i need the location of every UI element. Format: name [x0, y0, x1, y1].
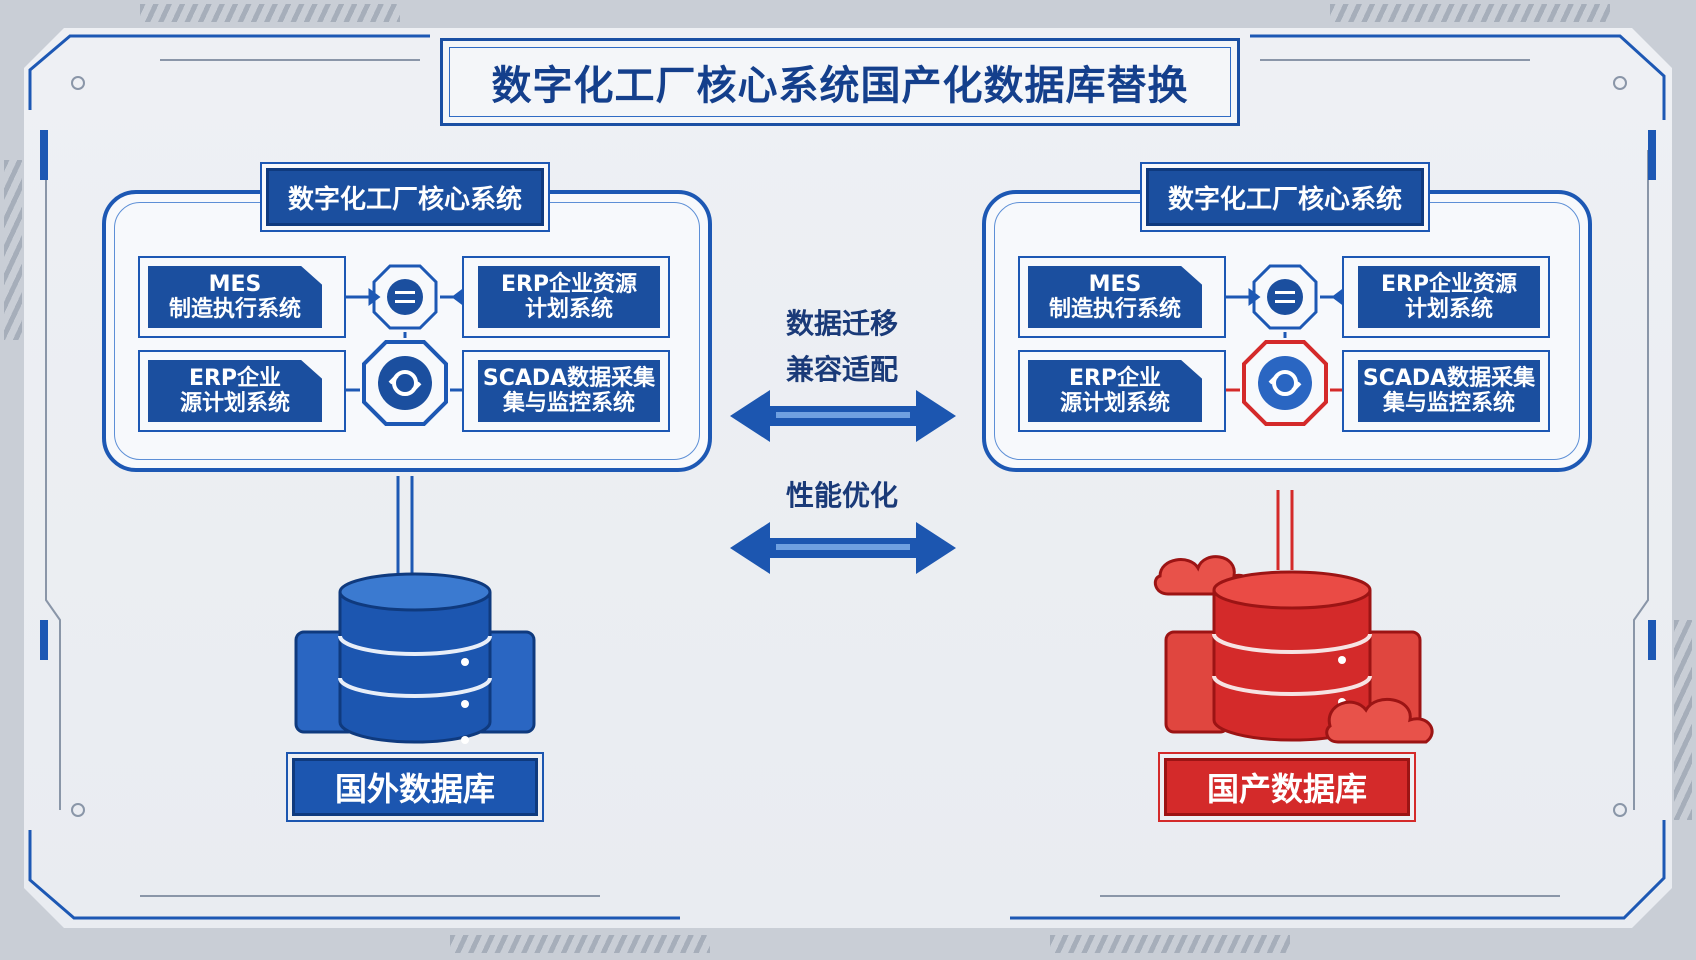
left-module-scada: SCADA数据采集集与监控系统 — [462, 350, 670, 432]
left-module-erp: ERP企业资源计划系统 — [462, 256, 670, 338]
left-module-erp-2: ERP企业源计划系统 — [138, 350, 346, 432]
right-module-erp-2: ERP企业源计划系统 — [1018, 350, 1226, 432]
performance-label: 性能优化 — [785, 479, 898, 512]
deco-stripe — [1330, 4, 1610, 22]
right-panel-title: 数字化工厂核心系统 — [1146, 168, 1424, 226]
right-module-erp: ERP企业资源计划系统 — [1342, 256, 1550, 338]
right-gear-icon — [1242, 340, 1328, 426]
deco-stripe — [140, 4, 400, 22]
right-module-scada: SCADA数据采集集与监控系统 — [1342, 350, 1550, 432]
deco-stripe — [1674, 620, 1692, 820]
foreign-database-label: 国外数据库 — [292, 758, 538, 816]
left-hub-icon — [372, 264, 438, 330]
deco-stripe — [1050, 935, 1290, 953]
deco-stripe — [450, 935, 710, 953]
title-box: 数字化工厂核心系统国产化数据库替换 — [440, 38, 1240, 126]
migration-label-2: 兼容适配 — [785, 353, 898, 386]
page-title: 数字化工厂核心系统国产化数据库替换 — [491, 63, 1189, 109]
performance-double-arrow — [730, 522, 956, 574]
migration-double-arrow — [730, 390, 956, 442]
left-gear-icon — [362, 340, 448, 426]
domestic-database-label: 国产数据库 — [1164, 758, 1410, 816]
foreign-database-icon — [294, 572, 536, 744]
left-panel-title: 数字化工厂核心系统 — [266, 168, 544, 226]
deco-stripe — [4, 160, 22, 340]
migration-label-1: 数据迁移 — [785, 307, 898, 340]
right-hub-icon — [1252, 264, 1318, 330]
domestic-database-icon — [1153, 555, 1434, 744]
